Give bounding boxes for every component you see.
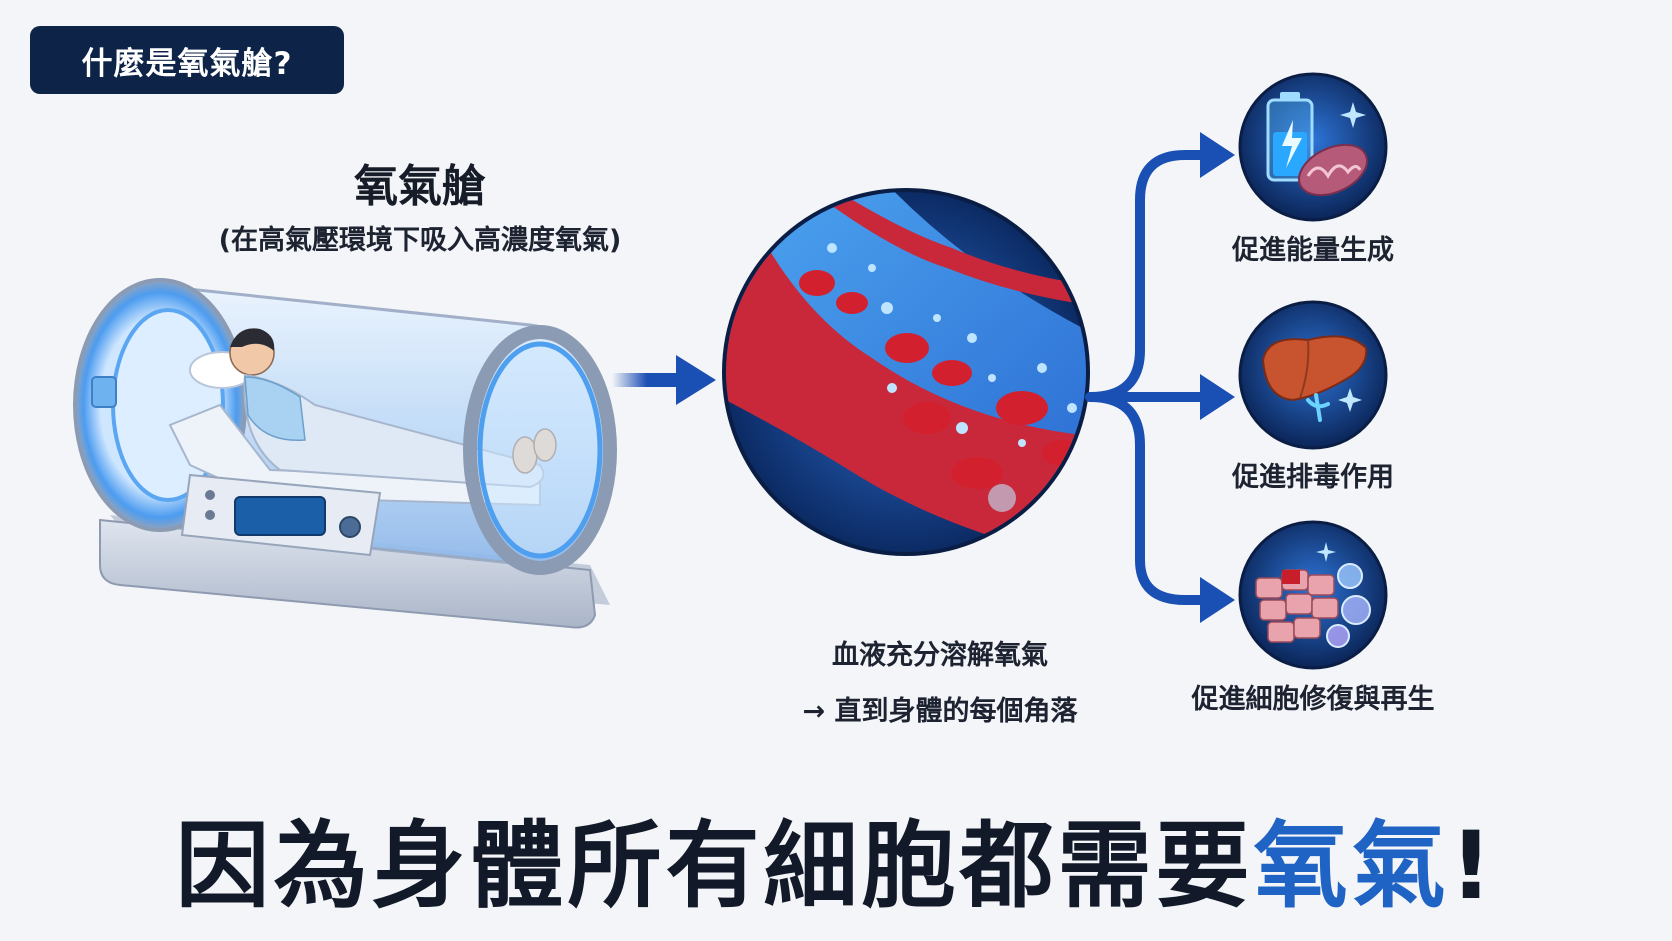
branch-arrows [1085,132,1235,623]
headline-end: ! [1449,812,1497,921]
chamber-subtitle: (在高氣壓環境下吸入高濃度氧氣) [218,225,622,256]
chamber-title: 氧氣艙 [354,161,486,212]
headline-text: 因為身體所有細胞都需要 [175,812,1254,921]
benefit-label-repair: 促進細胞修復與再生 [1191,684,1435,715]
battery-mitochondria-icon [1238,72,1388,222]
headline-accent: 氧氣 [1253,812,1450,921]
section-badge: 什麼是氧氣艙? [30,26,344,94]
chamber-illustration [73,278,617,629]
headline: 因為身體所有細胞都需要氧氣! [0,790,1672,926]
benefit-label-energy: 促進能量生成 [1232,235,1394,266]
cell-tissue-icon [1238,520,1388,670]
blood-description: 血液充分溶解氧氣 → 直到身體的每個角落 [740,628,1140,740]
blood-vessel-illustration [722,188,1090,556]
blood-line-1: 血液充分溶解氧氣 [832,640,1048,671]
liver-icon [1238,300,1388,450]
arrow-to-blood [612,355,716,405]
benefit-label-detox: 促進排毒作用 [1232,462,1394,493]
blood-line-2: → 直到身體的每個角落 [802,696,1078,727]
